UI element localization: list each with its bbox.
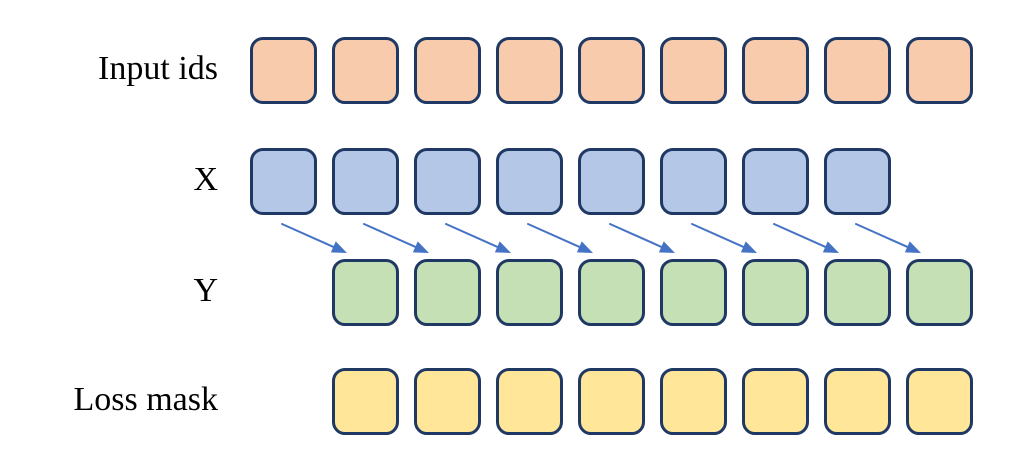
arrow-line-3 <box>527 223 583 249</box>
cell-input-ids-0 <box>250 37 317 104</box>
arrow-head-7 <box>904 241 921 253</box>
cell-loss-mask-4 <box>660 368 727 435</box>
arrow-line-0 <box>281 223 337 249</box>
cell-loss-mask-1 <box>414 368 481 435</box>
cell-x-5 <box>660 148 727 215</box>
cell-y-0 <box>332 259 399 326</box>
row-label-loss-mask: Loss mask <box>73 381 219 418</box>
cell-loss-mask-3 <box>578 368 645 435</box>
arrow-line-7 <box>855 223 911 249</box>
arrow-line-6 <box>773 223 829 249</box>
cell-input-ids-6 <box>742 37 809 104</box>
row-label-input-ids: Input ids <box>98 50 218 87</box>
cell-input-ids-5 <box>660 37 727 104</box>
arrow-line-5 <box>691 223 747 249</box>
cell-x-7 <box>824 148 891 215</box>
arrow-head-3 <box>576 241 593 253</box>
cell-loss-mask-2 <box>496 368 563 435</box>
cell-x-3 <box>496 148 563 215</box>
arrow-head-5 <box>740 241 757 253</box>
arrow-head-4 <box>658 241 675 253</box>
cell-y-2 <box>496 259 563 326</box>
cell-x-0 <box>250 148 317 215</box>
cell-y-7 <box>906 259 973 326</box>
arrow-head-6 <box>822 241 839 253</box>
cell-loss-mask-6 <box>824 368 891 435</box>
cell-input-ids-3 <box>496 37 563 104</box>
cell-y-6 <box>824 259 891 326</box>
cell-input-ids-1 <box>332 37 399 104</box>
arrow-line-4 <box>609 223 665 249</box>
arrow-line-2 <box>445 223 501 249</box>
cell-y-5 <box>742 259 809 326</box>
cell-x-6 <box>742 148 809 215</box>
arrow-head-0 <box>330 241 347 253</box>
row-label-x: X <box>193 161 218 198</box>
cell-x-1 <box>332 148 399 215</box>
cell-loss-mask-7 <box>906 368 973 435</box>
arrow-head-2 <box>494 241 511 253</box>
cell-y-4 <box>660 259 727 326</box>
cell-input-ids-8 <box>906 37 973 104</box>
cell-x-4 <box>578 148 645 215</box>
cell-loss-mask-0 <box>332 368 399 435</box>
cell-y-1 <box>414 259 481 326</box>
cell-y-3 <box>578 259 645 326</box>
row-label-y: Y <box>193 272 218 309</box>
cell-input-ids-7 <box>824 37 891 104</box>
cell-input-ids-2 <box>414 37 481 104</box>
cell-x-2 <box>414 148 481 215</box>
arrow-head-1 <box>412 241 429 253</box>
cell-input-ids-4 <box>578 37 645 104</box>
cell-loss-mask-5 <box>742 368 809 435</box>
arrow-line-1 <box>363 223 419 249</box>
